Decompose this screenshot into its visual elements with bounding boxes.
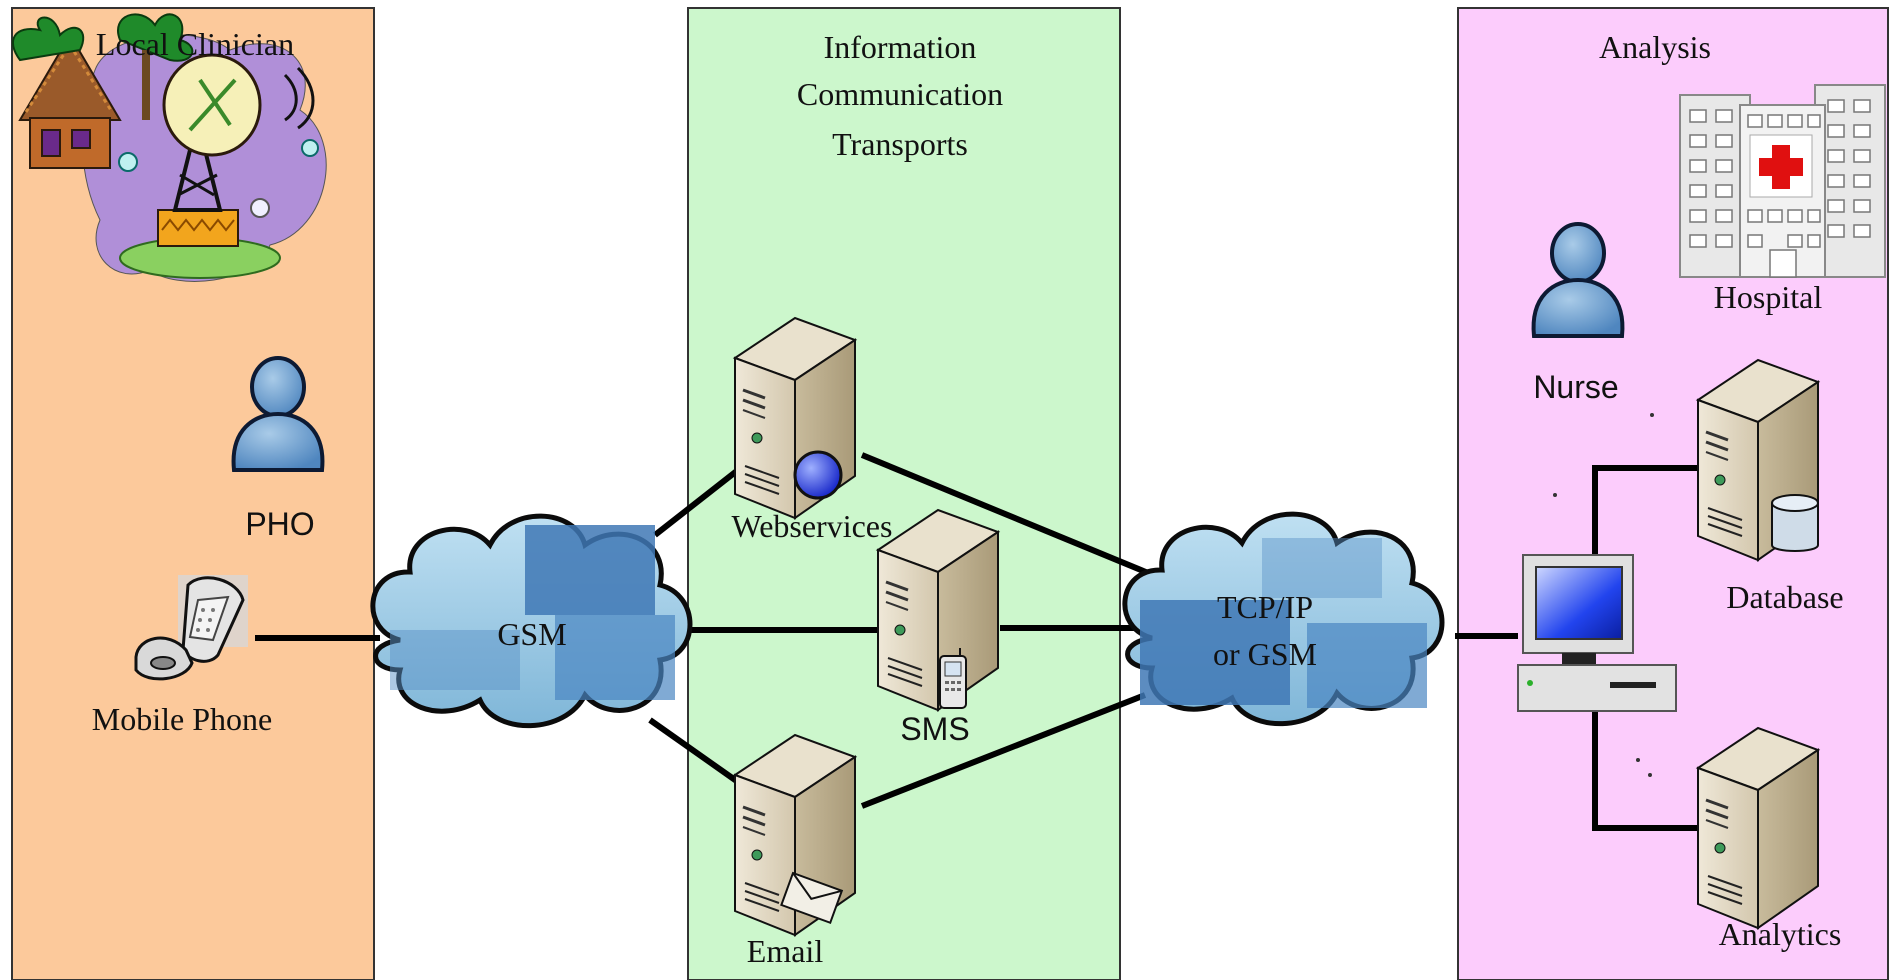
cell-phone-icon <box>939 648 967 709</box>
panel-transports-title-line-2: Communication <box>797 76 1003 112</box>
webservices-server-icon <box>733 316 857 520</box>
mobile-phone-label: Mobile Phone <box>92 701 272 737</box>
line-computer-analytics <box>1592 712 1700 831</box>
pho-label: PHO <box>245 506 314 542</box>
mobile-phone-icon <box>134 575 248 681</box>
line-webservices-tcpip <box>860 452 1172 585</box>
database-cylinder-icon <box>1771 494 1819 552</box>
envelope-icon <box>780 871 844 925</box>
village-clipart-icon <box>11 13 327 282</box>
desktop-computer-icon <box>1517 554 1677 712</box>
line-gsm-webservices <box>653 467 740 538</box>
tcpip-cloud-label-line-2: or GSM <box>1213 636 1317 672</box>
database-server-icon <box>1696 358 1820 562</box>
email-server-icon <box>733 733 857 937</box>
tcpip-cloud-label-line-1: TCP/IP <box>1217 589 1313 625</box>
panel-transports-title-line-3: Transports <box>832 126 968 162</box>
gsm-cloud-label: GSM <box>497 616 566 652</box>
sms-server-icon <box>876 508 1000 712</box>
cloud-icon <box>373 516 690 726</box>
sparkle-marks <box>1553 413 1654 777</box>
line-computer-database <box>1592 465 1700 555</box>
globe-icon <box>793 450 843 500</box>
panel-transports-title-line-1: Information <box>824 29 977 65</box>
line-email-tcpip <box>860 692 1147 809</box>
email-label: Email <box>747 933 824 969</box>
sms-label: SMS <box>900 711 969 747</box>
panel-analysis-title: Analysis <box>1599 29 1711 65</box>
cloud-icon <box>1125 514 1442 724</box>
analytics-label: Analytics <box>1719 916 1842 952</box>
webservices-label: Webservices <box>732 508 893 544</box>
analytics-server-icon <box>1696 726 1820 930</box>
database-label: Database <box>1726 579 1843 615</box>
nurse-label: Nurse <box>1533 369 1618 405</box>
panel-local-clinician-title: Local Clinician <box>96 26 294 62</box>
hospital-label: Hospital <box>1714 279 1823 315</box>
line-gsm-email <box>648 717 740 785</box>
connections <box>255 452 1700 831</box>
hospital-icon <box>1679 84 1886 278</box>
